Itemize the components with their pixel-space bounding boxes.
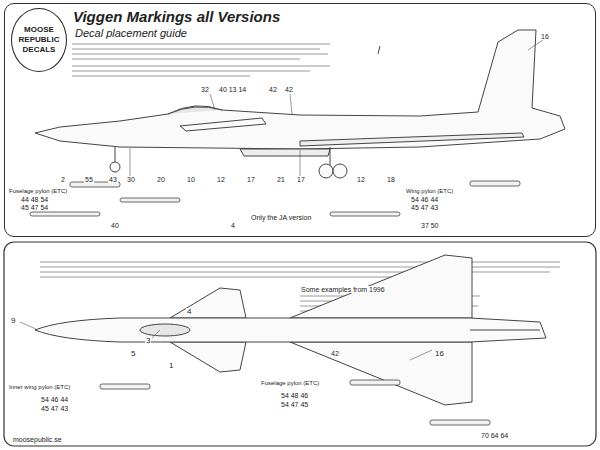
callout-number: 12 [356,176,366,183]
callout-number: 2 [60,176,66,183]
pylon-sketches [100,380,490,425]
callout-number: 32 [200,86,210,93]
note-text: Fuselage pylon (ETC) [260,380,320,386]
callout-number: 16 [540,33,550,40]
callout-number: 17 [296,176,306,183]
logo-badge: MOOSE REPUBLIC DECALS [11,8,67,72]
guide-panel: Viggen Markings all VersionsDecal placem… [4,3,596,237]
callout-number: 42 [268,86,278,93]
note-text: moosepublic.se [12,436,63,443]
callout-number: 45 47 43 [40,405,69,412]
callout-number: 55 [84,176,94,183]
note-text: Inner wing pylon (ETC) [8,384,71,390]
callout-number: 18 [386,176,396,183]
callout-number: 40 [110,222,120,229]
panel-frame [4,242,596,446]
fine-print [40,44,560,316]
callout-number: 9 [10,317,16,325]
callout-number: 54 48 46 [280,392,309,399]
callout-number: 4 [230,222,236,229]
callout-number: 3 [145,337,151,345]
callout-number: 54 47 45 [280,401,309,408]
viggen-side-view [35,30,565,178]
leader-line [20,40,543,360]
callout-number: 70 64 64 [480,432,509,439]
callout-number: 10 [186,176,196,183]
logo-text: MOOSE REPUBLIC DECALS [15,25,63,55]
callout-number: 30 [126,176,136,183]
callout-number: 4 [186,308,192,316]
note-text: Wing pylon (ETC) [405,188,454,194]
title: Viggen Markings all Versions [73,8,280,25]
note-text: Some examples from 1996 [300,286,386,293]
callout-number: 54 46 44 [410,196,439,203]
callout-number: 42 [284,86,294,93]
callout-number: 40 13 14 [218,86,247,93]
viggen-plan-view [35,255,546,405]
callout-number: 5 [130,350,136,358]
callout-number: 37 50 [420,222,440,229]
callout-number: 1 [168,362,174,370]
callout-number: 45 47 54 [20,204,49,211]
callout-number: 45 47 43 [410,204,439,211]
subtitle: Decal placement guide [75,27,187,39]
callout-number: 54 46 44 [40,396,69,403]
callout-number: 21 [276,176,286,183]
callout-number: 12 [216,176,226,183]
callout-number: 17 [246,176,256,183]
note-text: Only the JA version [250,214,312,221]
note-text: Fuselage pylon (ETC) [8,188,68,194]
callout-number: 43 [108,176,118,183]
pylon-sketches [30,181,520,216]
callout-number: 42 [330,350,340,357]
callout-number: 16 [434,350,445,358]
callout-number: 44 48 54 [20,196,49,203]
callout-number: 20 [156,176,166,183]
